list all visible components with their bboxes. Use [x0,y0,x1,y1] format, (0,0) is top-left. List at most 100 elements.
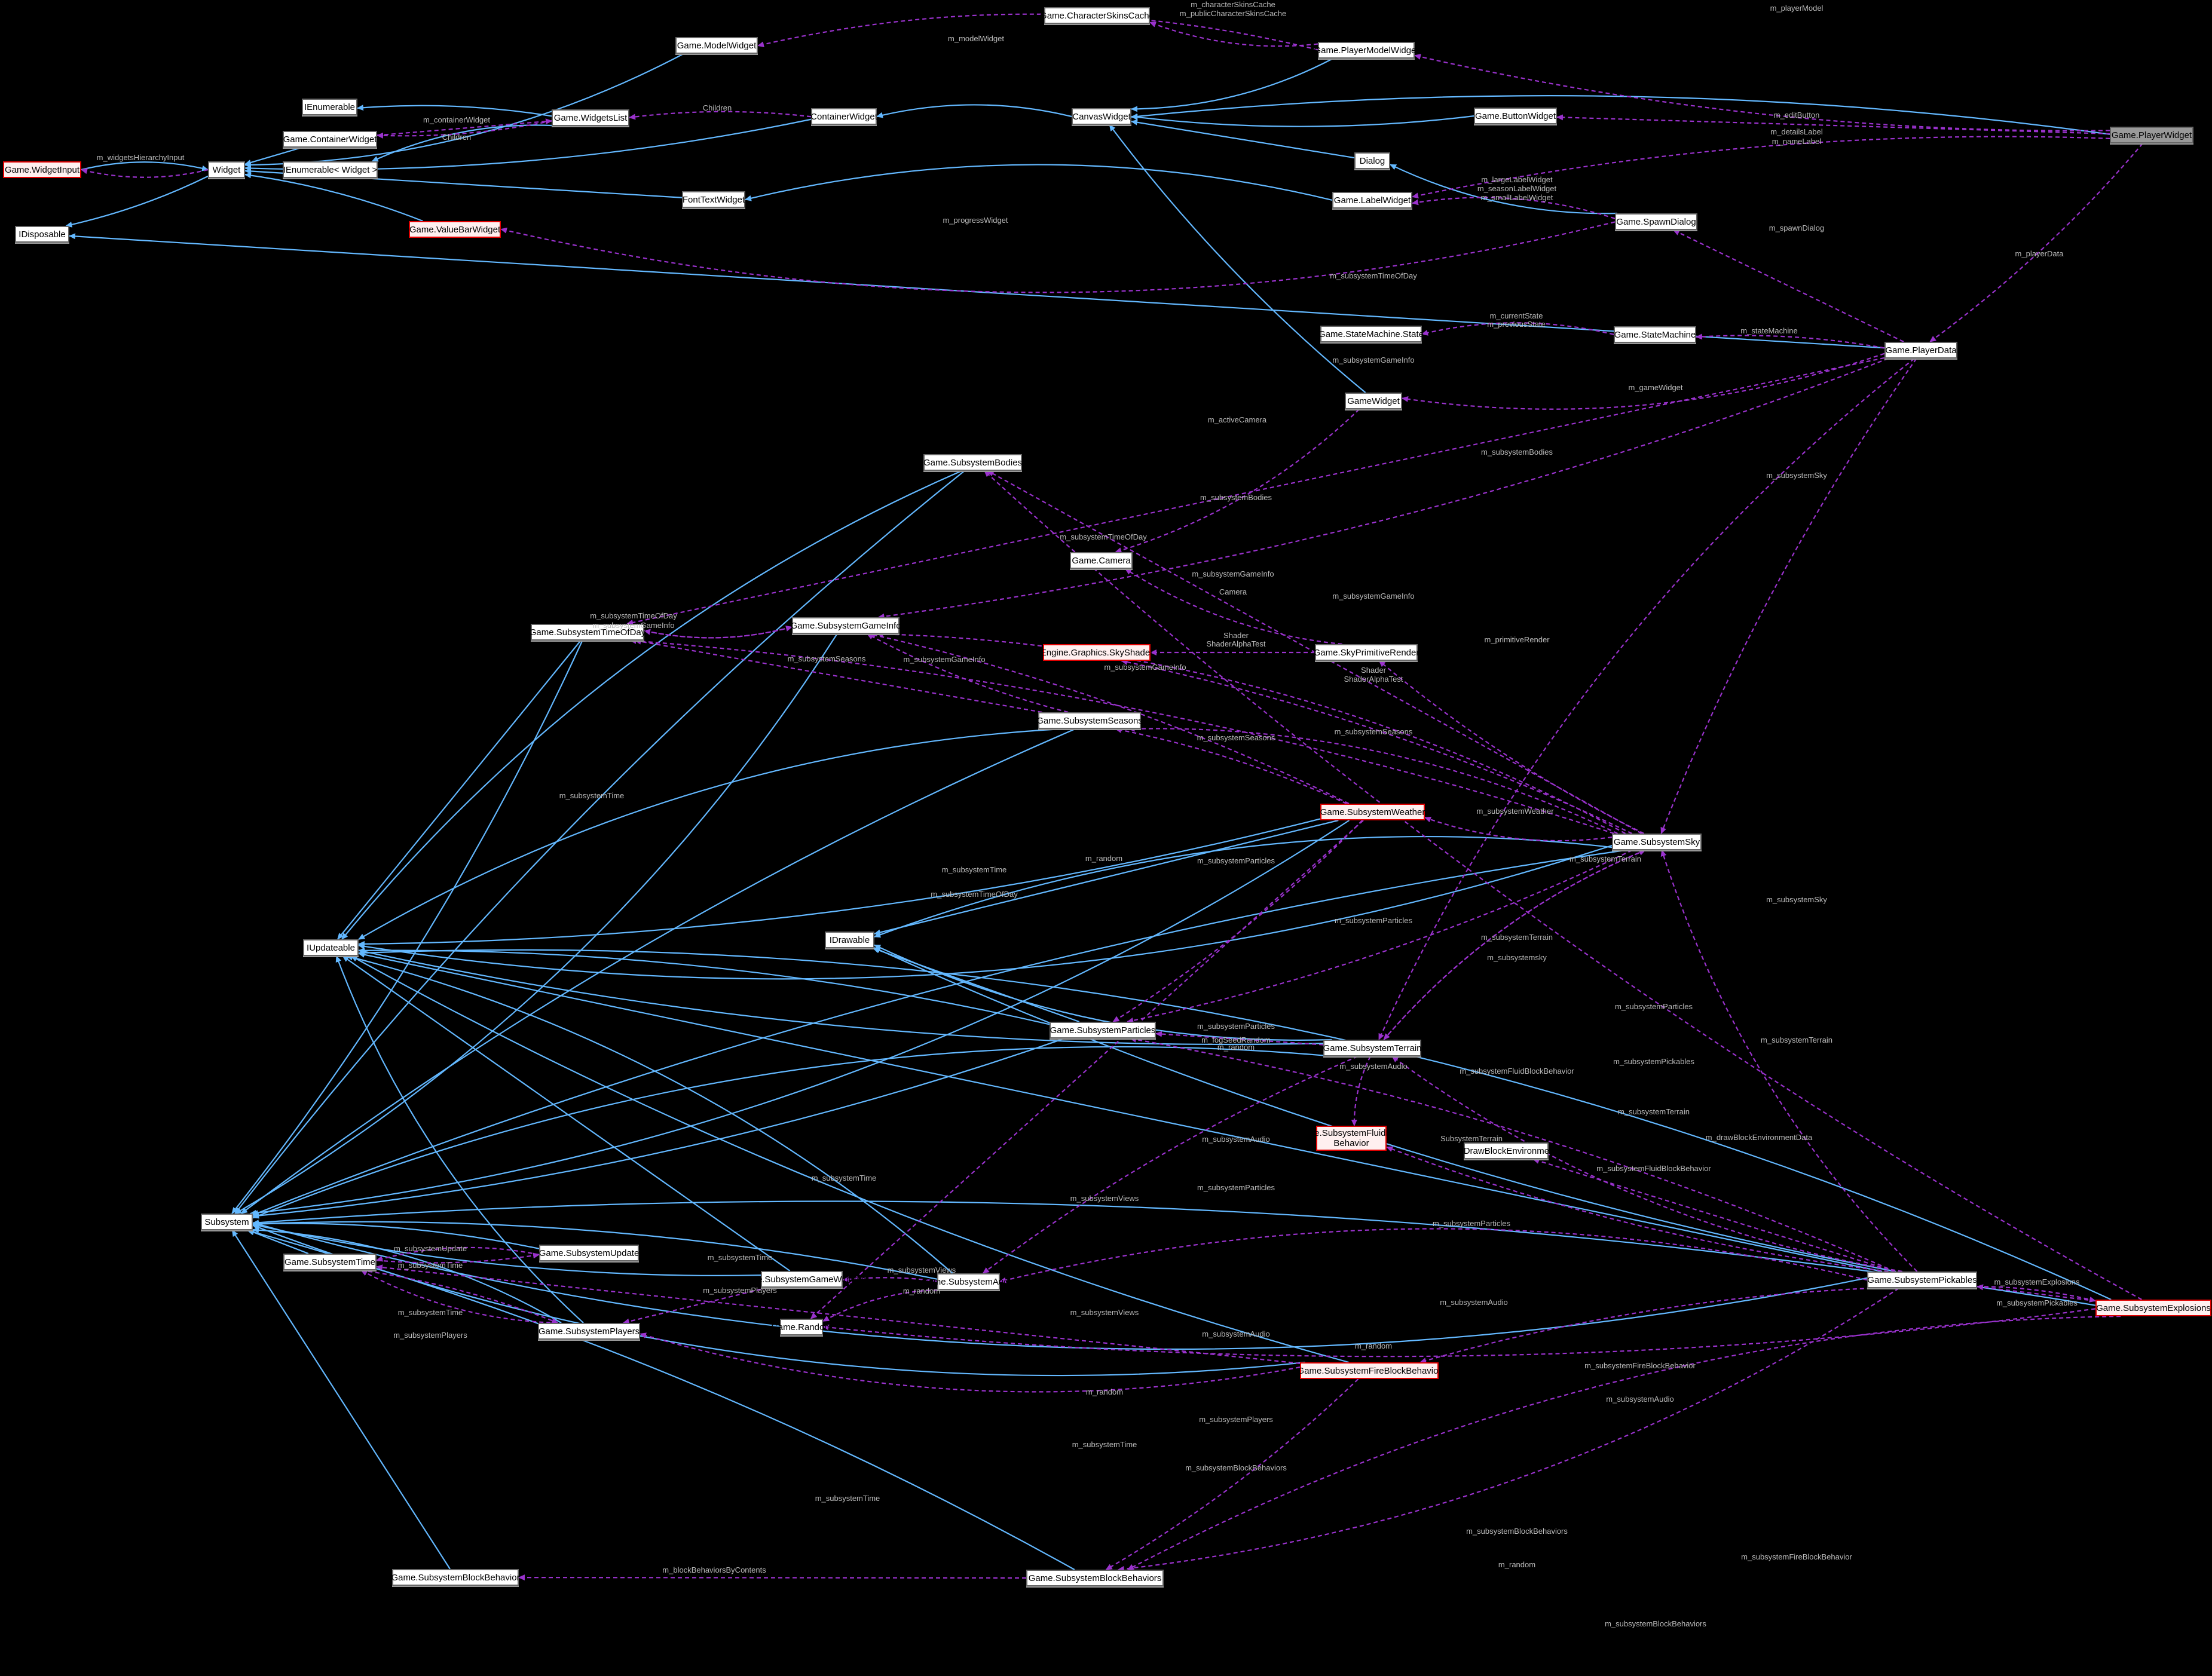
node-subsystem-block-behaviors[interactable]: Game.SubsystemBlockBehaviors [1026,1570,1164,1586]
edge-label: m_subsystemPlayers [393,1331,467,1340]
node-label: Game.ButtonWidget [1474,111,1556,121]
node-subsystem-fire-block-behavior[interactable]: Game.SubsystemFireBlockBehavior [1297,1362,1442,1379]
node-state-machine[interactable]: Game.StateMachine [1614,326,1696,343]
node-player-widget[interactable]: Game.PlayerWidget [2110,127,2193,143]
node-subsystem-audio[interactable]: Game.SubsystemAudio [922,1273,1015,1290]
node-camera[interactable]: Game.Camera [1070,552,1133,569]
edge-label: m_previousState [1487,320,1546,329]
node-container-widget-g[interactable]: Game.ContainerWidget [283,131,377,148]
edge-label: SubsystemTerrain [1440,1134,1503,1143]
node-label: Subsystem [204,1217,249,1227]
node-subsystem-fluid-block-behavior[interactable]: Game.SubsystemFluidBlock Behavior [1295,1126,1408,1151]
inheritance-edge [231,640,583,1214]
node-subsystem-time[interactable]: Game.SubsystemTime [283,1254,377,1270]
usage-edge [640,1332,1301,1393]
node-dialog[interactable]: Dialog [1354,152,1390,169]
node-label: Engine.Graphics.SkyShader [1040,647,1154,658]
node-random[interactable]: Game.Random [771,1319,832,1335]
usage-edge [376,1264,1301,1364]
usage-edge [1124,568,1342,645]
inheritance-edge [1131,95,2110,135]
node-i-disposable[interactable]: IDisposable [15,226,69,243]
usage-edge [1383,849,1646,1040]
node-player-data[interactable]: Game.PlayerData [1884,342,1957,359]
inheritance-edge [235,633,838,1214]
edge-label: Shader [1361,666,1386,675]
node-widget[interactable]: Widget [208,161,245,178]
node-font-text-widget[interactable]: FontTextWidget [682,191,745,208]
node-spawn-dialog[interactable]: Game.SpawnDialog [1615,213,1697,230]
node-subsystem-pickables[interactable]: Game.SubsystemPickables [1867,1271,1977,1288]
edge-label: m_subsystemViews [1070,1308,1139,1317]
usage-edge [1128,725,1619,834]
node-button-widget[interactable]: Game.ButtonWidget [1474,108,1557,124]
node-player-model-widget[interactable]: Game.PlayerModelWidget [1314,42,1419,59]
usage-edge [1112,820,1363,1022]
edge-label: m_characterSkinsCache [1191,0,1275,9]
node-label: Game.LabelWidget [1333,195,1411,206]
usage-edge [822,1289,938,1322]
node-label-widget[interactable]: Game.LabelWidget [1332,192,1412,209]
edge-label: m_fogSeedRandom [1201,1035,1271,1044]
node-widget-input[interactable]: Game.WidgetInput [3,161,81,178]
usage-edge [822,1308,2096,1358]
edge-label: m_widgetsHierarchyInput [96,153,185,162]
node-subsystem-particles[interactable]: Game.SubsystemParticles [1050,1022,1156,1038]
node-widgets-list[interactable]: Game.WidgetsList [552,109,629,126]
node-subsystem-update[interactable]: Game.SubsystemUpdate [539,1245,639,1261]
edge-label: m_subsystemParticles [1197,1022,1275,1031]
node-subsystem-weather[interactable]: Game.SubsystemWeather [1320,804,1425,820]
node-i-enumerable[interactable]: IEnumerable [302,99,357,115]
usage-edge [1977,1286,2096,1303]
usage-edge [1149,22,1318,47]
node-subsystem-explosions[interactable]: Game.SubsystemExplosions [2095,1300,2211,1316]
node-sky-shader[interactable]: Engine.Graphics.SkyShader [1040,644,1154,661]
node-label: IUpdateable [307,942,355,953]
node-value-bar-widget[interactable]: Game.ValueBarWidget [409,221,501,238]
node-container-widget[interactable]: ContainerWidget [810,108,877,125]
edge-label: m_subsystemSeasons [1334,727,1413,736]
node-subsystem[interactable]: Subsystem [201,1214,253,1230]
usage-edge [1696,333,1885,349]
node-subsystem-players[interactable]: Game.SubsystemPlayers [538,1323,640,1340]
edge-label: m_subsystemAudio [1440,1298,1508,1307]
edge-label: m_subsystemBodies [1481,448,1553,456]
node-subsystem-game-widgets[interactable]: Game.SubsystemGameWidgets [738,1271,866,1288]
usage-edge [1419,1287,1871,1364]
node-subsystem-time-of-day[interactable]: Game.SubsystemTimeOfDay [530,624,645,641]
usage-edge [1351,1056,1371,1126]
edge-label: m_subsystemPlayers [703,1286,777,1295]
node-draw-block-environment-data[interactable]: Game.DrawBlockEnvironmentData [1437,1142,1575,1159]
node-model-widget[interactable]: Game.ModelWidget [675,37,758,54]
node-game-widget[interactable]: GameWidget [1345,393,1402,409]
node-label: Game.SubsystemUpdate [539,1248,640,1258]
inheritance-edge [69,233,1885,349]
node-i-enumerable-widget[interactable]: IEnumerable< Widget > [283,161,378,178]
usage-edge [842,1276,938,1282]
edge-label: m_subsystemViews [887,1266,956,1274]
node-subsystem-sky[interactable]: Game.SubsystemSky [1612,834,1702,850]
edge-label: ShaderAlphaTest [1344,675,1403,684]
edge-label: ShaderAlphaTest [1206,639,1266,648]
node-i-updateable[interactable]: IUpdateable [303,939,359,956]
edge-label: m_subsystemGameInfo [1332,592,1415,600]
node-subsystem-terrain[interactable]: Game.SubsystemTerrain [1323,1040,1422,1056]
inheritance-edge [252,1222,761,1276]
inheritance-edge [350,955,1349,1364]
node-subsystem-bodies[interactable]: Game.SubsystemBodies [923,454,1022,471]
node-character-skins-cache[interactable]: Game.CharacterSkinsCache [1040,7,1154,24]
node-sky-primitive-render[interactable]: Game.SkyPrimitiveRender [1314,644,1419,661]
usage-edge [1414,54,2110,131]
edge-label: m_subsystemTime [397,1308,463,1317]
node-subsystem-seasons[interactable]: Game.SubsystemSeasons [1036,712,1143,729]
usage-edge [1127,850,1633,1024]
node-subsystem-block-behavior[interactable]: Game.SubsystemBlockBehavior [391,1569,520,1586]
node-state-machine-state[interactable]: Game.StateMachine.State [1318,326,1424,342]
node-label: Game.SubsystemFireBlockBehavior [1297,1365,1442,1376]
node-canvas-widget[interactable]: CanvasWidget [1072,108,1131,125]
edge-label: m_subsystemUpdate [393,1244,467,1253]
edge-label: m_stateMachine [1740,326,1798,335]
node-label: CanvasWidget [1072,111,1131,122]
node-i-drawable[interactable]: IDrawable [825,932,874,948]
node-subsystem-game-info[interactable]: Game.SubsystemGameInfo [790,617,901,634]
